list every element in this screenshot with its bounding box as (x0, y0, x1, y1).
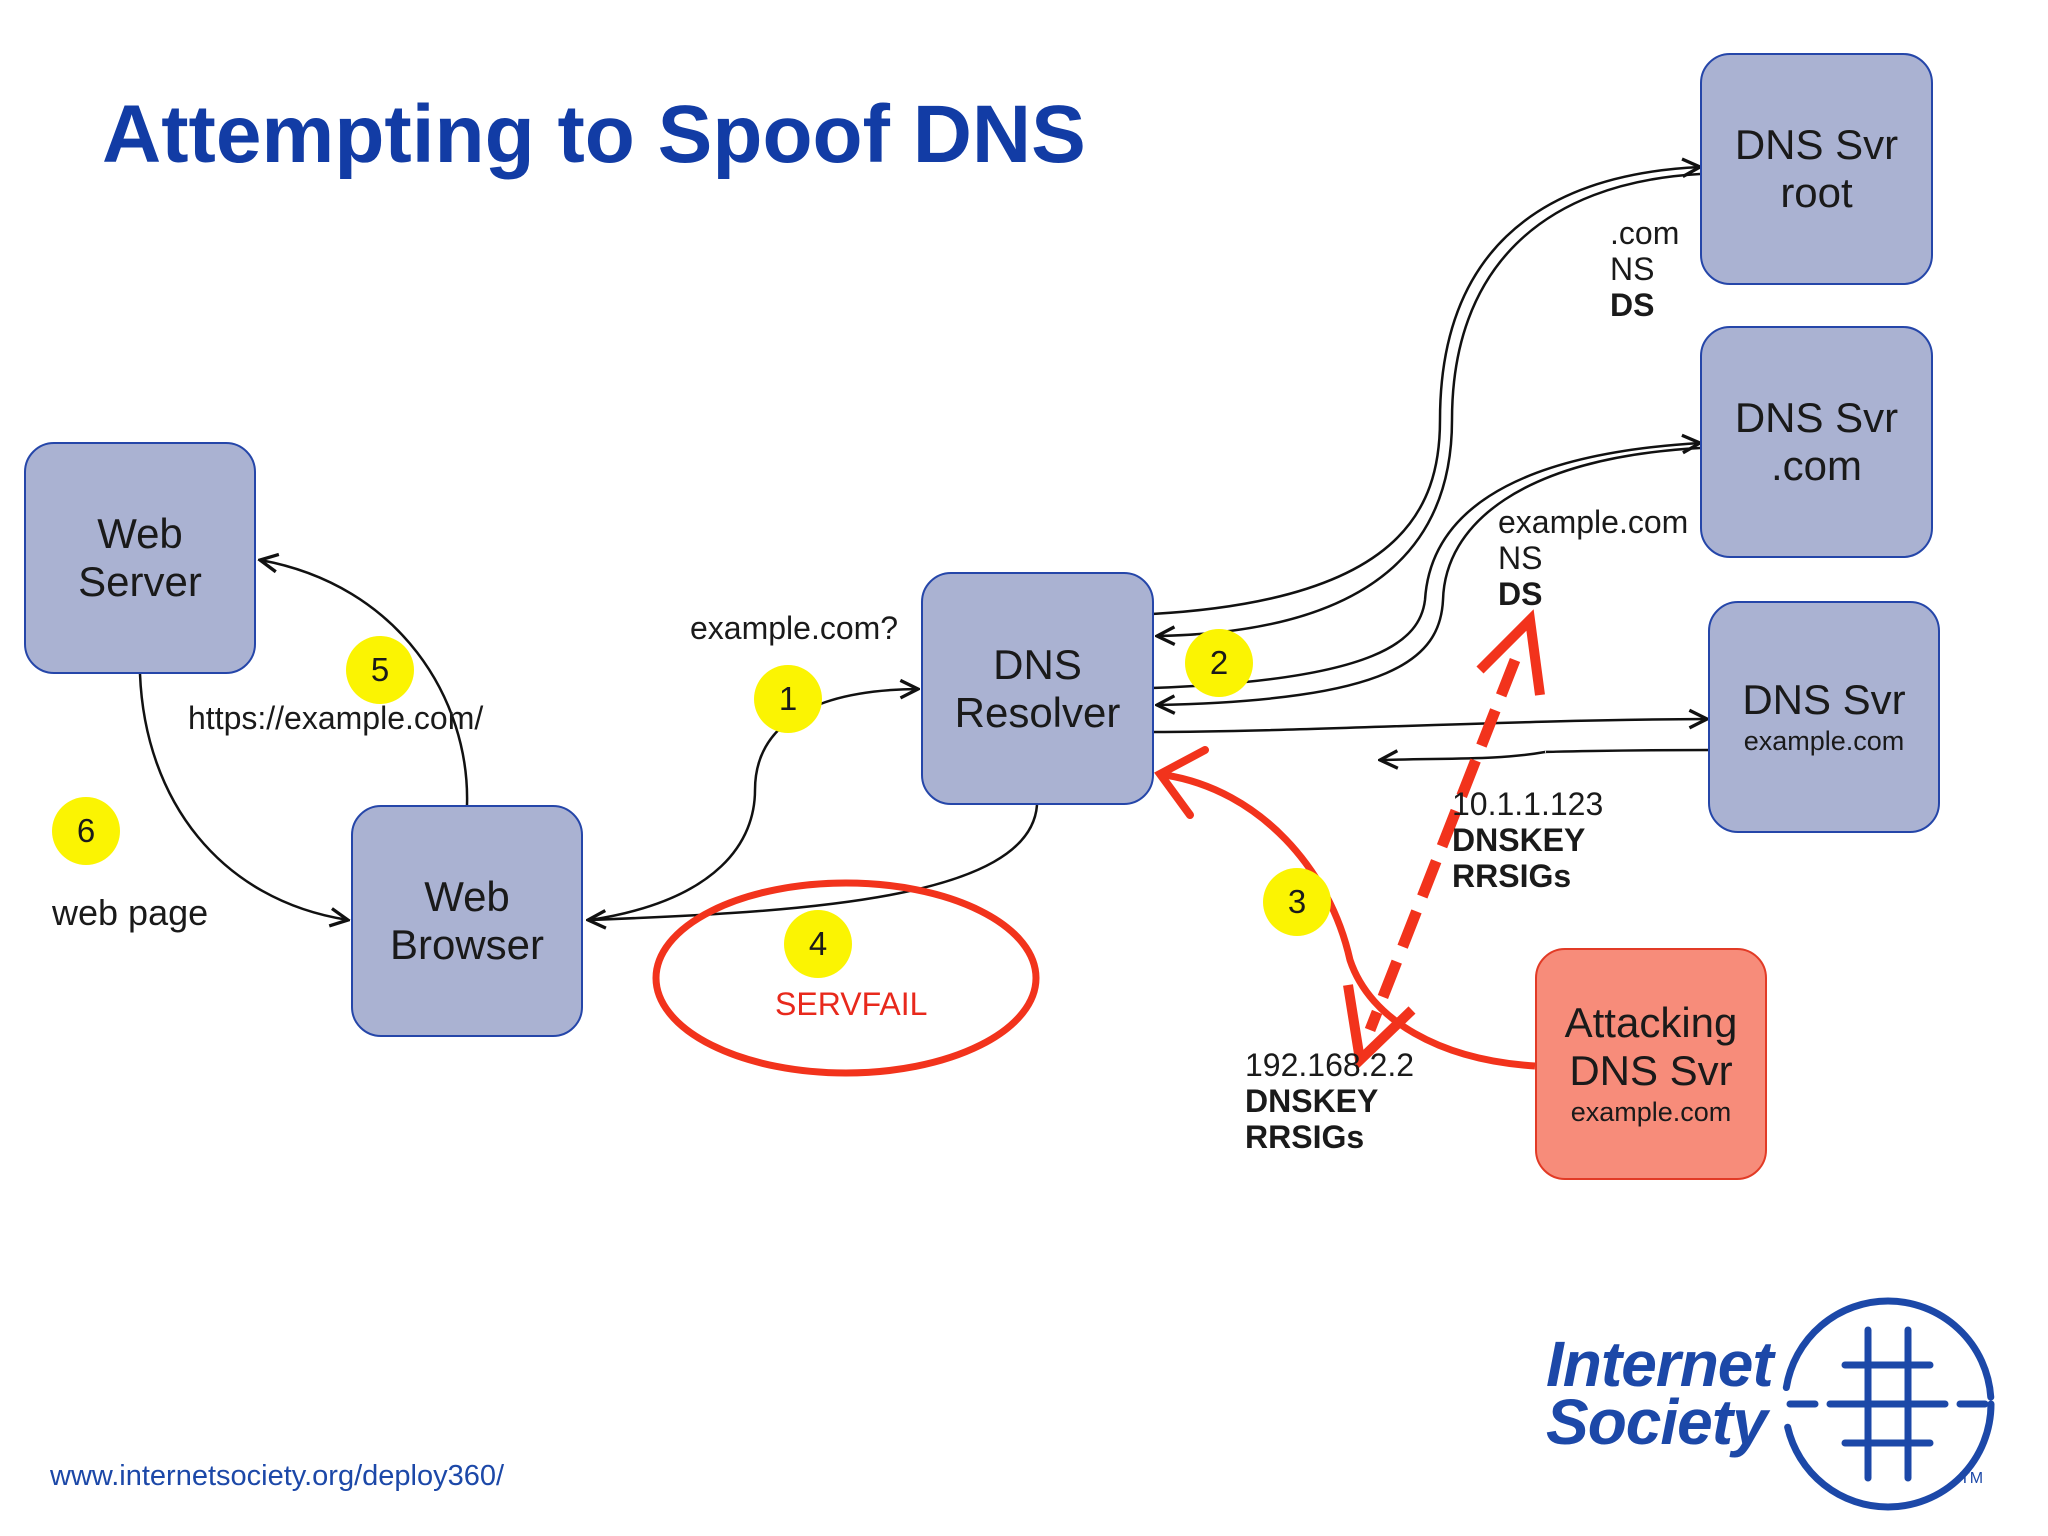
com-server-line1: DNS Svr (1734, 394, 1899, 441)
step-4-badge: 4 (784, 910, 852, 978)
attacker-line2: DNS Svr (1569, 1047, 1733, 1094)
https-request-arrow (260, 560, 469, 806)
step-6-badge: 6 (52, 797, 120, 865)
trademark-mark: TM (1960, 1470, 1984, 1487)
example-server-line2: example.com (1743, 726, 1905, 756)
root-server-line1: DNS Svr (1734, 121, 1899, 168)
dns-root-server-node: DNS Svr root (1700, 53, 1933, 285)
dns-resolver-node: DNS Resolver (921, 572, 1154, 805)
dashed-arrowhead-bottom (1343, 984, 1416, 1071)
query-arrow (589, 689, 918, 922)
internet-society-logo: Internet Society (1546, 1328, 1774, 1458)
logo-line2: Society (1546, 1386, 1768, 1458)
example-server-line1: DNS Svr (1742, 676, 1906, 723)
step-2-badge: 2 (1185, 629, 1253, 697)
dns-resolver-label-1: DNS (993, 640, 1082, 688)
legit-reply-records: 10.1.1.123 DNSKEY RRSIGs (1452, 786, 1603, 894)
web-browser-label-1: Web (424, 873, 510, 920)
legit-reply-line2: DNSKEY (1452, 822, 1586, 858)
spoof-attack-arrow (1164, 771, 1536, 1070)
root-reply-line3: DS (1610, 287, 1655, 323)
step-3-badge: 3 (1263, 868, 1331, 936)
servfail-highlight-ellipse (652, 879, 1040, 1077)
attacking-dns-server-node: Attacking DNS Svr example.com (1535, 948, 1767, 1180)
root-reply-line1: .com (1610, 215, 1680, 251)
servfail-arrow (588, 804, 1039, 920)
example-reply-arrow (1380, 748, 1711, 760)
https-url-label: https://example.com/ (188, 700, 484, 736)
web-server-node: Web Server (24, 442, 256, 674)
dashed-arrowhead-top (1476, 609, 1545, 696)
web-page-arrow (138, 673, 348, 920)
spoof-reply-line3: RRSIGs (1245, 1119, 1365, 1155)
logo-line1: Internet (1546, 1328, 1774, 1400)
root-reply-records: .com NS DS (1610, 215, 1679, 323)
web-browser-label-2: Browser (389, 921, 545, 968)
dashed-swap-arrow (1364, 657, 1521, 1033)
root-server-line2: root (1780, 169, 1853, 216)
step-1-badge: 1 (754, 665, 822, 733)
step-5-badge: 5 (346, 636, 414, 704)
com-reply-line2: NS (1498, 540, 1543, 576)
web-server-label-2: Server (78, 558, 202, 605)
slide-title: Attempting to Spoof DNS (102, 89, 1086, 180)
legit-reply-line1: 10.1.1.123 (1452, 786, 1604, 822)
spoof-reply-line1: 192.168.2.2 (1245, 1047, 1415, 1083)
example-query-arrow (1151, 719, 1707, 734)
attacker-line3: example.com (1570, 1097, 1732, 1127)
footer-url: www.internetsociety.org/deploy360/ (50, 1460, 505, 1492)
spoof-reply-records: 192.168.2.2 DNSKEY RRSIGs (1245, 1047, 1414, 1155)
web-server-label-1: Web (97, 510, 183, 557)
dns-com-server-node: DNS Svr .com (1700, 326, 1933, 558)
servfail-label: SERVFAIL (775, 986, 928, 1022)
web-page-label: web page (52, 892, 209, 933)
dns-resolver-label-2: Resolver (954, 688, 1121, 736)
web-browser-node: Web Browser (351, 805, 583, 1037)
com-query-arrow (1151, 443, 1700, 690)
root-query-arrow (1151, 167, 1700, 616)
isoc-globe-icon (1781, 1297, 1995, 1511)
com-reply-arrow (1157, 446, 1701, 705)
spoof-reply-line2: DNSKEY (1245, 1083, 1379, 1119)
query-label: example.com? (690, 610, 899, 646)
legit-reply-line3: RRSIGs (1452, 858, 1572, 894)
com-reply-line3: DS (1498, 576, 1543, 612)
root-reply-arrow (1157, 172, 1701, 636)
com-reply-line1: example.com (1498, 504, 1689, 540)
com-reply-records: example.com NS DS (1498, 504, 1688, 612)
spoof-attack-arrowhead (1154, 746, 1209, 819)
attacker-line1: Attacking (1564, 999, 1738, 1046)
dns-example-server-node: DNS Svr example.com (1708, 601, 1940, 833)
com-server-line2: .com (1770, 442, 1862, 489)
root-reply-line2: NS (1610, 251, 1655, 287)
